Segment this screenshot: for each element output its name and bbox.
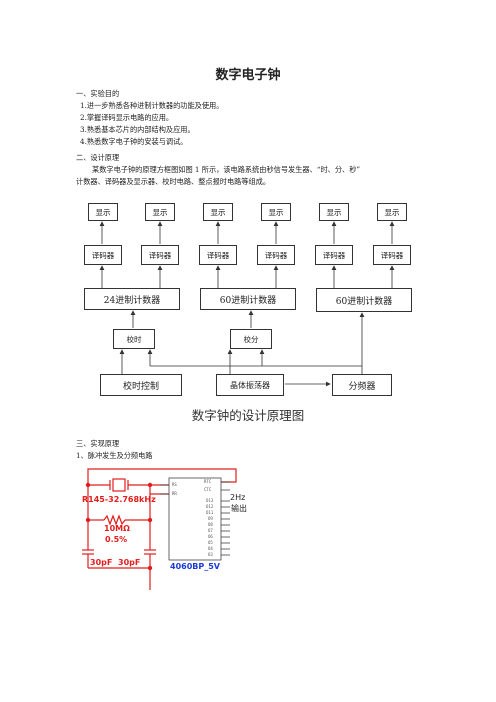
decoder-min-tens: 译码器	[199, 245, 237, 265]
frequency-divider: 分频器	[332, 374, 392, 396]
section-heading-implementation: 三、实现原理	[76, 439, 120, 448]
adjust-control: 校时控制	[100, 374, 182, 396]
page-title: 数字电子钟	[215, 68, 281, 83]
design-paragraph-1: 某数字电子钟的原理方框图如图 1 所示，该电路系统由秒信号发生器、“时、分、秒”	[92, 165, 361, 174]
resistor-label: 10MΩ	[104, 524, 130, 533]
counter-60-seconds: 60进制计数器	[316, 288, 412, 312]
pin-rtc: RTC	[204, 479, 212, 484]
pin-o8: O8	[208, 522, 213, 527]
tolerance-label: 0.5%	[105, 535, 128, 544]
output-text: 输出	[231, 504, 247, 513]
pin-o5: O5	[208, 540, 213, 545]
pin-o9: O9	[208, 516, 213, 521]
display-sec-tens: 显示	[319, 203, 349, 221]
subsection-pulse-divider: 1、脉冲发生及分频电路	[76, 451, 153, 460]
section-heading-objectives: 一、实验目的	[76, 89, 120, 98]
pin-o6: O6	[208, 534, 213, 539]
output-frequency: 2Hz	[230, 493, 246, 502]
display-hour-units: 显示	[145, 203, 175, 221]
counter-60-minutes: 60进制计数器	[200, 288, 296, 310]
pin-o3: O3	[208, 552, 213, 557]
display-min-units: 显示	[261, 203, 291, 221]
objective-1: 1.进一步熟悉各种进制计数器的功能及使用。	[80, 101, 224, 110]
decoder-min-units: 译码器	[257, 245, 295, 265]
adjust-hour: 校时	[113, 329, 155, 349]
pin-rr: RR	[172, 491, 177, 496]
pin-rs: RS	[172, 482, 177, 487]
pin-o13: O13	[206, 498, 214, 503]
display-sec-units: 显示	[377, 203, 407, 221]
display-min-tens: 显示	[203, 203, 233, 221]
crystal-oscillator: 晶体振荡器	[216, 374, 284, 396]
pin-o4: O4	[208, 546, 213, 551]
decoder-sec-units: 译码器	[373, 245, 411, 265]
pin-o12: O12	[206, 504, 214, 509]
decoder-hour-tens: 译码器	[84, 245, 122, 265]
objective-3: 3.熟悉基本芯片的内部结构及应用。	[80, 125, 195, 134]
design-paragraph-2: 计数器、译码器及显示器、校时电路、整点报时电路等组成。	[76, 177, 271, 186]
pin-ctc: CTC	[204, 487, 212, 492]
counter-24: 24进制计数器	[84, 288, 180, 310]
objective-4: 4.熟悉数字电子钟的安装与调试。	[80, 137, 188, 146]
capacitor-1-label: 30pF	[90, 558, 113, 567]
capacitor-2-label: 30pF	[118, 558, 141, 567]
diagram-caption: 数字钟的设计原理图	[191, 408, 305, 423]
section-heading-design: 二、设计原理	[76, 153, 120, 162]
decoder-sec-tens: 译码器	[315, 245, 353, 265]
display-hour-tens: 显示	[88, 203, 118, 221]
crystal-label: R145-32.768kHz	[82, 495, 156, 504]
pin-o7: O7	[208, 528, 213, 533]
chip-label: 4060BP_5V	[170, 562, 220, 571]
adjust-minute: 校分	[230, 329, 272, 349]
objective-2: 2.掌握译码显示电路的应用。	[80, 113, 174, 122]
pin-o11: O11	[206, 510, 214, 515]
decoder-hour-units: 译码器	[141, 245, 179, 265]
